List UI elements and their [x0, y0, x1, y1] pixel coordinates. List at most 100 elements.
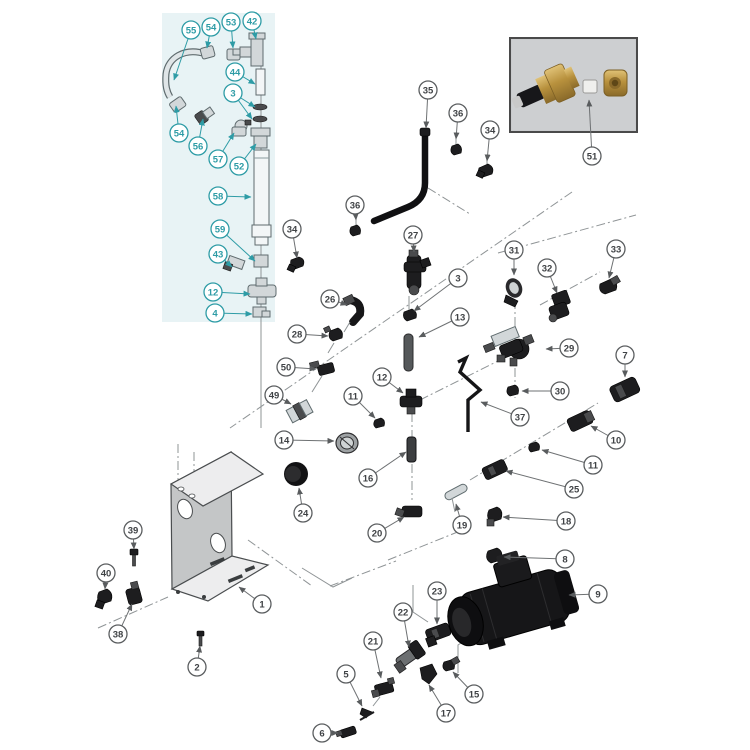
elbow-part-22	[393, 640, 426, 674]
balloon-6-58: 6	[312, 723, 339, 743]
screw-part-39	[129, 548, 139, 567]
fitting-part-52	[250, 127, 271, 149]
svg-text:49: 49	[269, 390, 280, 401]
coupler-part-49	[285, 398, 314, 424]
balloon-21-54: 21	[363, 631, 383, 679]
svg-text:55: 55	[186, 25, 197, 36]
svg-text:10: 10	[611, 435, 622, 446]
balloon-9-51: 9	[568, 584, 608, 604]
balloon-25-39: 25	[505, 469, 584, 499]
balloon-57-8: 57	[208, 132, 235, 169]
balloon-58-10: 58	[208, 186, 252, 206]
balloon-34-19: 34	[282, 219, 302, 259]
balloon-37-32: 37	[480, 401, 530, 427]
fitting-part-34b	[286, 256, 305, 273]
fitting-part-30	[506, 384, 519, 397]
balloon-34-17: 34	[480, 120, 500, 162]
knob-part-24	[284, 462, 308, 486]
fitting-part-59	[253, 254, 269, 268]
plug-part-56	[194, 106, 216, 126]
balloon-15-56: 15	[452, 671, 484, 704]
balloon-4-14: 4	[205, 303, 253, 323]
balloon-28-29: 28	[287, 324, 329, 344]
svg-text:13: 13	[455, 312, 466, 323]
balloon-10-36: 10	[590, 425, 626, 450]
fitting-part-36b	[349, 220, 361, 237]
svg-text:3: 3	[230, 88, 235, 99]
right-parts	[444, 274, 641, 564]
bottom-left-parts	[94, 548, 205, 647]
fitting-part-34a	[475, 161, 494, 179]
balloon-14-37: 14	[274, 430, 335, 450]
svg-text:16: 16	[363, 473, 374, 484]
svg-text:39: 39	[128, 525, 139, 536]
svg-text:30: 30	[555, 386, 566, 397]
bracket-part-1	[169, 451, 270, 602]
tee-part-12-main	[399, 388, 423, 415]
svg-text:9: 9	[595, 589, 600, 600]
balloon-49-33: 49	[264, 385, 292, 405]
balloon-54-6: 54	[169, 105, 189, 143]
pump-part-9	[447, 550, 580, 650]
fitting-part-6	[335, 725, 357, 739]
balloon-52-9: 52	[229, 143, 257, 176]
balloon-32-22: 32	[537, 258, 558, 294]
balloon-22-53: 22	[393, 602, 413, 648]
balloon-31-21: 31	[504, 240, 524, 276]
svg-text:33: 33	[611, 244, 622, 255]
filter-assembly-parts	[162, 32, 277, 318]
svg-text:1: 1	[259, 599, 265, 610]
balloon-39-46: 39	[123, 520, 143, 550]
regulator-part-29	[482, 325, 535, 367]
balloon-13-26: 13	[418, 307, 470, 338]
balloon-30-31: 30	[521, 381, 570, 401]
balloon-3-25: 3	[413, 268, 468, 312]
regulator-photo	[511, 63, 580, 109]
fitting-part-50	[308, 360, 335, 393]
balloon-54-1: 54	[201, 17, 221, 49]
svg-text:56: 56	[193, 141, 204, 152]
svg-text:44: 44	[230, 67, 241, 78]
gauge-part-31	[503, 278, 523, 308]
svg-text:36: 36	[453, 108, 464, 119]
fitting-part-38	[125, 580, 143, 606]
balloon-17-57: 17	[428, 684, 456, 723]
balloon-11-38: 11	[541, 448, 603, 475]
fitting-part-11b	[528, 441, 540, 453]
svg-text:52: 52	[234, 161, 245, 172]
svg-text:36: 36	[350, 200, 361, 211]
svg-text:7: 7	[622, 350, 627, 361]
fitting-part-3-main	[403, 296, 417, 322]
svg-text:20: 20	[372, 528, 383, 539]
svg-text:25: 25	[569, 484, 580, 495]
balloon-24-41: 24	[293, 487, 313, 523]
tee-part-20	[394, 505, 423, 518]
svg-text:12: 12	[208, 287, 219, 298]
balloon-8-45: 8	[503, 549, 575, 569]
screw-part-2	[196, 630, 205, 647]
fitting-part-7	[609, 376, 641, 403]
photo-inset	[509, 37, 638, 133]
balloon-3-5: 3	[223, 83, 256, 120]
svg-text:42: 42	[247, 16, 258, 27]
svg-text:24: 24	[298, 508, 309, 519]
svg-text:51: 51	[587, 151, 598, 162]
svg-text:29: 29	[564, 343, 575, 354]
svg-text:5: 5	[343, 669, 349, 680]
valve-part-57	[231, 119, 252, 137]
rod-part-19	[444, 483, 468, 513]
svg-text:18: 18	[561, 516, 572, 527]
washer-part-3	[252, 103, 268, 111]
hose-part-35	[370, 128, 429, 225]
tube-part-13	[403, 333, 414, 372]
bottom-center-parts	[335, 622, 461, 739]
fitting-part-40	[94, 588, 113, 610]
svg-text:3: 3	[455, 273, 460, 284]
svg-text:14: 14	[279, 435, 290, 446]
balloon-11-35: 11	[343, 386, 376, 419]
svg-text:43: 43	[213, 249, 224, 260]
svg-text:54: 54	[174, 128, 185, 139]
svg-text:26: 26	[325, 294, 336, 305]
